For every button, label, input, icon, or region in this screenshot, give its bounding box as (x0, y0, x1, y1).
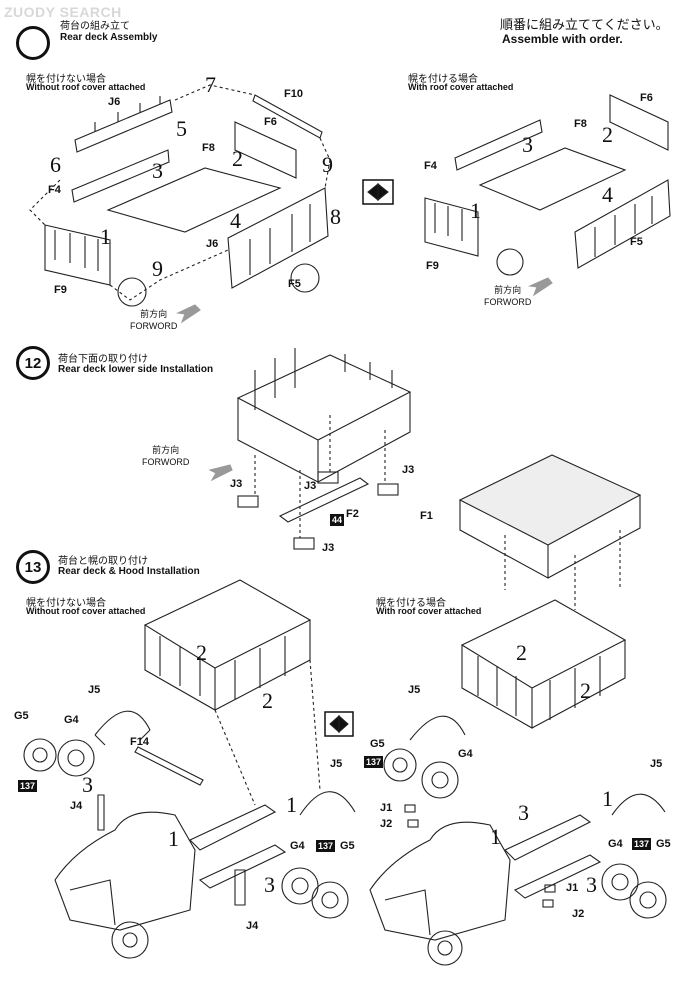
s13r-num-3: 3 (518, 800, 529, 825)
s13l-part-5: J4 (70, 800, 83, 812)
s13l-part-8: G5 (340, 840, 355, 852)
s11r-num-1: 2 (602, 122, 613, 147)
s13r-num-4: 1 (490, 824, 501, 849)
s13r-num-1: 2 (516, 640, 527, 665)
step-12-title-jp: 荷台下面の取り付け (58, 354, 148, 365)
s13l-num-4: 1 (168, 826, 179, 851)
s11r-num-4: 1 (470, 198, 481, 223)
s11r-forward: 前方向 FORWORD (484, 286, 532, 307)
s13r-part-6: J5 (650, 758, 663, 770)
step-13-title-jp: 荷台と幌の取り付け (58, 556, 148, 567)
s11l-num-9: 1 (100, 224, 111, 249)
s13l-tag-1: 137 (18, 780, 38, 792)
s11l-num-3: 6 (50, 152, 61, 177)
s13l-part-2: G5 (14, 710, 29, 722)
s11l-num-7: 8 (330, 204, 341, 229)
s13r-tag-2: 137 (632, 838, 652, 850)
step-13-badge: 13 (16, 550, 50, 584)
s12-part-2: J3 (304, 480, 317, 492)
step-12-badge: 12 (16, 346, 50, 380)
s13l-num-3: 3 (82, 772, 93, 797)
s13l-part-6: J5 (330, 758, 343, 770)
s11l-part-4: F8 (202, 142, 215, 154)
s11l-part-8: F5 (288, 278, 301, 290)
s11l-part-7: F9 (54, 284, 67, 296)
s11r-part-5: F5 (630, 236, 643, 248)
s11-left-en: Without roof cover attached (26, 82, 146, 92)
s13l-num-6: 3 (264, 872, 275, 897)
s13r-part-4: J1 (380, 802, 393, 814)
s11l-part-5: F4 (48, 184, 61, 196)
step-13-title-en: Rear deck & Hood Installation (58, 566, 200, 577)
s13-left-jp: 幌を付けない場合 (26, 598, 106, 609)
step-12-title-en: Rear deck lower side Installation (58, 364, 214, 375)
s13r-num-2: 2 (580, 678, 591, 703)
s12-part-3: J3 (402, 464, 415, 476)
s13l-num-2: 2 (262, 688, 273, 713)
s13r-part-2: G5 (370, 738, 385, 750)
s11l-num-8: 4 (230, 208, 241, 233)
s13l-part-9: J4 (246, 920, 259, 932)
s13l-part-4: F14 (130, 736, 149, 748)
s13r-tag-1: 137 (364, 756, 384, 768)
s13r-num-6: 3 (586, 872, 597, 897)
s13r-part-8: G5 (656, 838, 671, 850)
s11r-part-2: F8 (574, 118, 587, 130)
s11l-num-10: 9 (152, 256, 163, 281)
s13-right-en: With roof cover attached (376, 606, 482, 616)
s11l-part-6: J6 (206, 238, 219, 250)
s13r-part-9: J1 (566, 882, 579, 894)
s13r-part-1: J5 (408, 684, 421, 696)
s12-part-1: J3 (230, 478, 243, 490)
s11l-num-5: 2 (232, 146, 243, 171)
s11l-num-4: 3 (152, 158, 163, 183)
s13r-part-10: J2 (572, 908, 585, 920)
header-en: Assemble with order. (502, 32, 623, 46)
s11-left-jp: 幌を付けない場合 (26, 74, 106, 85)
s11r-part-1: F6 (640, 92, 653, 104)
s13l-num-5: 1 (286, 792, 297, 817)
s11l-num-2: 5 (176, 116, 187, 141)
s12-tag: 44 (330, 514, 345, 526)
s13r-part-5: J2 (380, 818, 393, 830)
s11r-part-4: F9 (426, 260, 439, 272)
s11r-part-3: F4 (424, 160, 437, 172)
s13l-num-1: 2 (196, 640, 207, 665)
s11l-num-6: 9 (322, 152, 333, 177)
s11l-part-1: J6 (108, 96, 121, 108)
s12-forward: 前方向 FORWORD (142, 446, 190, 467)
s11r-num-3: 4 (602, 182, 613, 207)
s11l-num-1: 7 (205, 72, 216, 97)
s13r-part-3: G4 (458, 748, 473, 760)
s11l-forward: 前方向 FORWORD (130, 310, 178, 331)
s11l-part-2: F10 (284, 88, 303, 100)
s12-part-4: F2 (346, 508, 359, 520)
watermark: ZUODY SEARCH (4, 4, 122, 20)
s13l-part-3: G4 (64, 714, 79, 726)
s11-right-jp: 幌を付ける場合 (408, 74, 478, 85)
s13l-part-7: G4 (290, 840, 305, 852)
s13r-part-7: G4 (608, 838, 623, 850)
step-11-title-jp: 荷台の組み立て (60, 21, 130, 32)
s13l-part-1: J5 (88, 684, 101, 696)
s11-right-en: With roof cover attached (408, 82, 514, 92)
s13r-num-5: 1 (602, 786, 613, 811)
s13l-tag-2: 137 (316, 840, 336, 852)
step-11-title-en: Rear deck Assembly (60, 32, 158, 43)
s13-cover-part: F1 (420, 510, 433, 522)
s13-right-jp: 幌を付ける場合 (376, 598, 446, 609)
s11r-num-2: 3 (522, 132, 533, 157)
step-11-badge (16, 26, 50, 60)
s11l-part-3: F6 (264, 116, 277, 128)
s12-part-5: J3 (322, 542, 335, 554)
header-jp: 順番に組み立ててください。 (500, 18, 669, 33)
s13-left-en: Without roof cover attached (26, 606, 146, 616)
